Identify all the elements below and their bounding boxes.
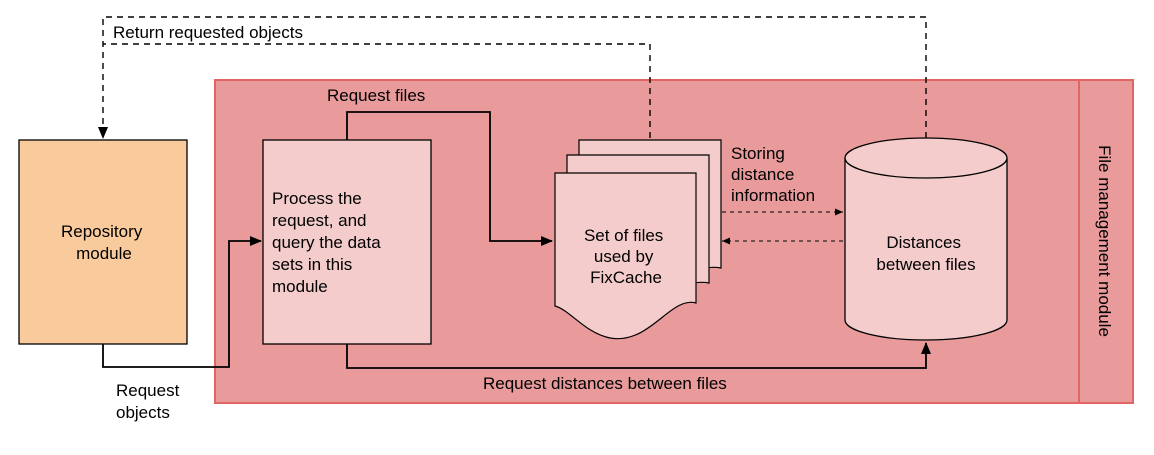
storing-distance-label: Storing distance information <box>731 144 815 205</box>
distances-label: Distances between files <box>876 233 975 274</box>
files-stack <box>554 139 722 340</box>
request-distances-label: Request distances between files <box>483 374 727 393</box>
repository-module-label: Repository module <box>61 222 147 263</box>
request-files-arrow <box>346 111 553 246</box>
return-requested-objects-label: Return requested objects <box>113 23 303 42</box>
process-request-label: Process the request, and query the data … <box>272 189 385 296</box>
return-requested-objects-arrow <box>98 16 927 139</box>
database-body <box>844 158 1008 341</box>
process-request-box <box>262 139 432 345</box>
file-management-module-label: File management module <box>1095 145 1114 337</box>
database-top <box>844 137 1008 179</box>
request-objects-arrow <box>102 236 262 368</box>
repository-module-box <box>18 139 188 345</box>
file-management-module-tab <box>1078 79 1134 404</box>
files-label: Set of files used by FixCache <box>584 226 668 287</box>
document-page-front <box>554 172 697 340</box>
request-objects-label: Request objects <box>116 381 184 422</box>
request-files-label: Request files <box>327 86 425 105</box>
return-from-files-dashed-line <box>103 43 651 138</box>
request-distances-arrow <box>346 342 931 369</box>
